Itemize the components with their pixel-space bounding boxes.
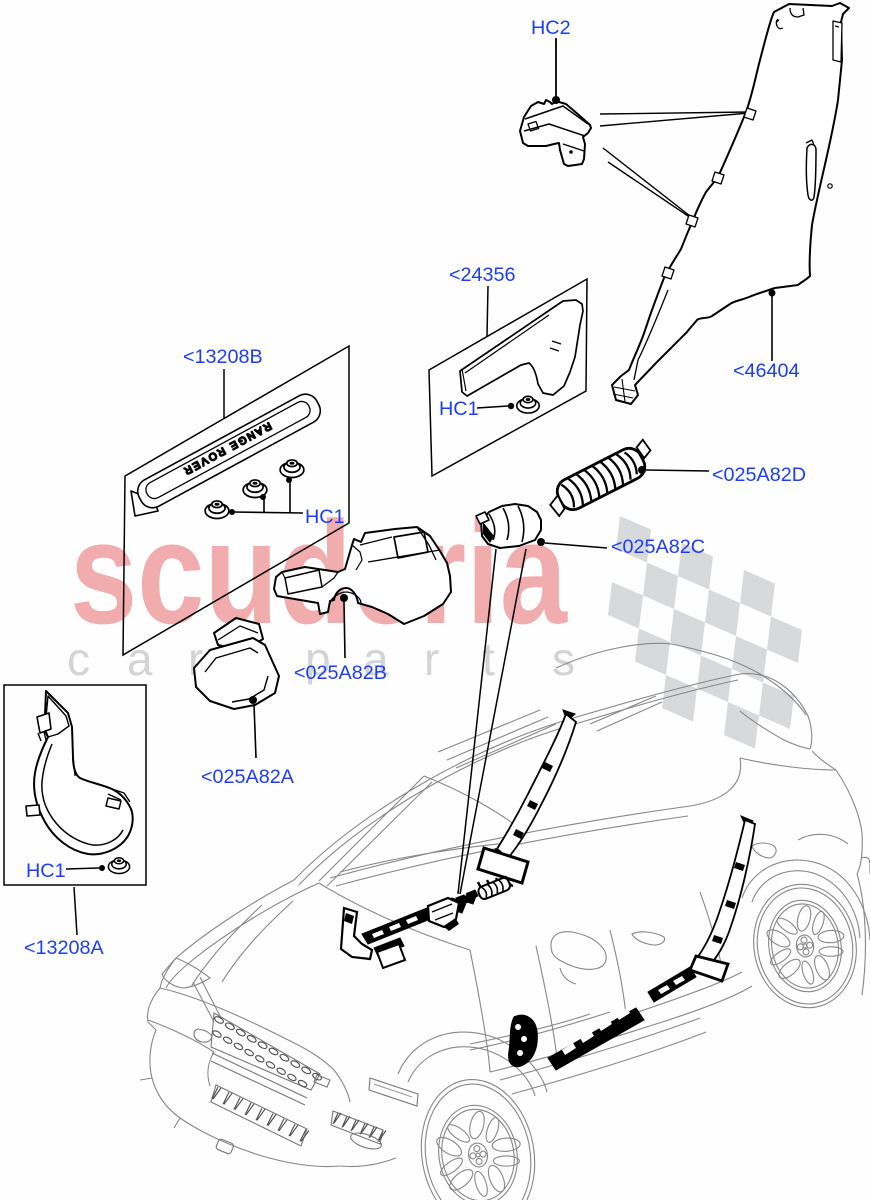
svg-text:<025A82B: <025A82B	[294, 662, 387, 684]
svg-text:<46404: <46404	[733, 360, 800, 382]
svg-text:<025A82A: <025A82A	[201, 766, 295, 788]
svg-text:<24356: <24356	[449, 264, 516, 286]
svg-text:HC1: HC1	[26, 860, 66, 882]
svg-text:<13208B: <13208B	[183, 346, 263, 368]
svg-text:HC2: HC2	[531, 17, 571, 39]
svg-text:<025A82D: <025A82D	[712, 464, 806, 486]
svg-text:<13208A: <13208A	[24, 937, 105, 959]
svg-text:carparts: carparts	[67, 633, 575, 685]
svg-text:HC1: HC1	[439, 398, 479, 420]
svg-text:<025A82C: <025A82C	[611, 536, 705, 558]
svg-text:HC1: HC1	[305, 506, 345, 528]
